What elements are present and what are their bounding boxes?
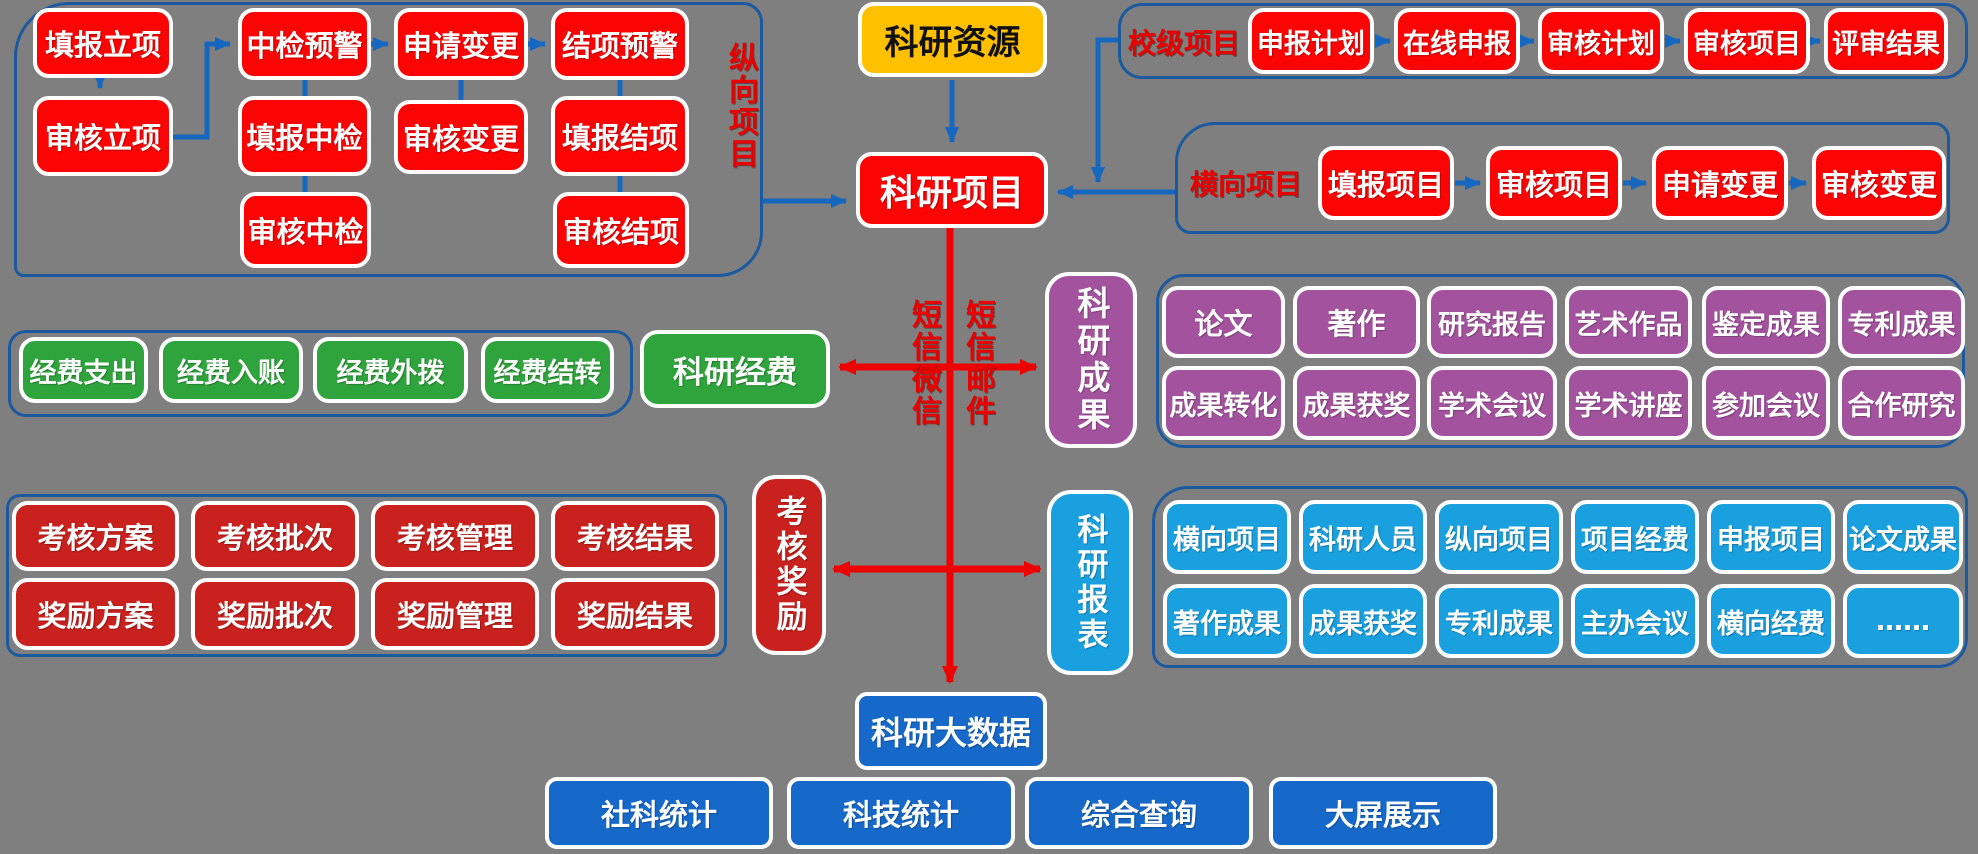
node-closure-warning: 结项预警 — [551, 8, 689, 80]
node-fill-midcheck: 填报中检 — [238, 96, 371, 176]
node-reward-batch: 奖励批次 — [191, 578, 359, 650]
node-achievement-transform: 成果转化 — [1162, 366, 1285, 440]
node-research-reports-hub: 科研报表 — [1047, 490, 1133, 675]
assessment-cluster-border — [6, 494, 727, 657]
node-reward-plan: 奖励方案 — [12, 578, 179, 650]
horizontal-projects-label: 横向项目 — [1189, 168, 1302, 201]
node-books: 著作 — [1293, 286, 1420, 358]
node-report-awards: 成果获奖 — [1299, 584, 1427, 658]
node-academic-lecture: 学术讲座 — [1565, 366, 1692, 440]
node-reward-result: 奖励结果 — [551, 578, 719, 650]
node-funds-transfer: 经费外拨 — [313, 337, 468, 403]
node-assessment-plan: 考核方案 — [12, 501, 179, 571]
vertical-projects-cluster-border — [14, 2, 763, 277]
node-research-reports: 研究报告 — [1427, 286, 1557, 358]
node-appraised-achievements: 鉴定成果 — [1702, 286, 1830, 358]
reports-cluster-border — [1152, 486, 1968, 668]
node-report-patents: 专利成果 — [1435, 584, 1563, 658]
node-report-more: …… — [1843, 584, 1963, 658]
arrow-review-initiation-to-midcheck-warning — [173, 37, 231, 140]
node-report-hosted-conference: 主办会议 — [1571, 584, 1699, 658]
node-academic-conference: 学术会议 — [1427, 366, 1557, 440]
node-achievement-awards: 成果获奖 — [1293, 366, 1420, 440]
school-projects-label: 校级项目 — [1127, 27, 1240, 60]
node-report-researchers: 科研人员 — [1299, 500, 1427, 574]
vertical-projects-label: 纵向项目 — [723, 42, 758, 170]
achievements-cluster-border — [1156, 274, 1965, 448]
node-midcheck-warning: 中检预警 — [238, 8, 371, 80]
node-funds-expense: 经费支出 — [19, 337, 148, 403]
node-funds-income: 经费入账 — [159, 337, 303, 403]
node-review-change: 审核变更 — [394, 100, 528, 174]
node-assessment-rewards: 考核奖励 — [752, 475, 826, 655]
node-sci-tech-stats: 科技统计 — [787, 777, 1015, 849]
funds-cluster-border — [8, 330, 633, 417]
node-research-achievements: 科研成果 — [1045, 272, 1137, 448]
node-report-book-achievements: 著作成果 — [1163, 584, 1291, 658]
node-assessment-batch: 考核批次 — [191, 501, 359, 571]
node-review-project-h: 审核项目 — [1486, 146, 1622, 220]
node-fill-initiation: 填报立项 — [33, 8, 173, 78]
node-review-closure: 审核结项 — [553, 192, 689, 268]
node-online-declare: 在线申报 — [1394, 8, 1520, 74]
node-review-midcheck: 审核中检 — [240, 192, 371, 268]
node-review-project: 审核项目 — [1684, 8, 1810, 74]
node-big-screen-display: 大屏展示 — [1269, 777, 1497, 849]
node-apply-change-h: 申请变更 — [1652, 146, 1788, 220]
arrow-school-cluster-to-projects — [1091, 37, 1118, 183]
node-report-paper-achievements: 论文成果 — [1843, 500, 1963, 574]
horizontal-projects-cluster-border — [1175, 122, 1950, 234]
node-apply-change: 申请变更 — [394, 8, 528, 80]
node-patent-achievements: 专利成果 — [1838, 286, 1965, 358]
node-report-horizontal-funds: 横向经费 — [1707, 584, 1835, 658]
node-declare-plan: 申报计划 — [1248, 8, 1374, 74]
node-review-change-h: 审核变更 — [1812, 146, 1946, 220]
node-report-vertical-projects: 纵向项目 — [1435, 500, 1563, 574]
node-art-works: 艺术作品 — [1565, 286, 1692, 358]
node-papers: 论文 — [1162, 286, 1285, 358]
node-attend-conference: 参加会议 — [1702, 366, 1830, 440]
node-social-science-stats: 社科统计 — [545, 777, 773, 849]
node-fill-closure: 填报结项 — [551, 96, 689, 176]
node-report-project-funds: 项目经费 — [1571, 500, 1699, 574]
node-research-funds: 科研经费 — [640, 330, 830, 408]
node-comprehensive-query: 综合查询 — [1025, 777, 1253, 849]
node-cooperative-research: 合作研究 — [1838, 366, 1965, 440]
node-assessment-manage: 考核管理 — [371, 501, 539, 571]
node-review-plan: 审核计划 — [1538, 8, 1664, 74]
node-research-projects: 科研项目 — [856, 152, 1048, 228]
node-research-bigdata: 科研大数据 — [855, 692, 1047, 770]
school-projects-cluster-border — [1118, 3, 1968, 79]
sms-wechat-label: 短信微信 — [906, 299, 941, 427]
node-research-resources: 科研资源 — [858, 2, 1047, 77]
sms-email-label: 短信邮件 — [960, 299, 995, 427]
node-reward-manage: 奖励管理 — [371, 578, 539, 650]
node-review-initiation: 审核立项 — [33, 96, 173, 176]
node-report-declared-projects: 申报项目 — [1707, 500, 1835, 574]
node-fill-project: 填报项目 — [1318, 146, 1454, 220]
node-evaluation-result: 评审结果 — [1824, 8, 1948, 74]
node-report-horizontal-projects: 横向项目 — [1163, 500, 1291, 574]
node-funds-carryover: 经费结转 — [481, 337, 614, 403]
node-assessment-result: 考核结果 — [551, 501, 719, 571]
